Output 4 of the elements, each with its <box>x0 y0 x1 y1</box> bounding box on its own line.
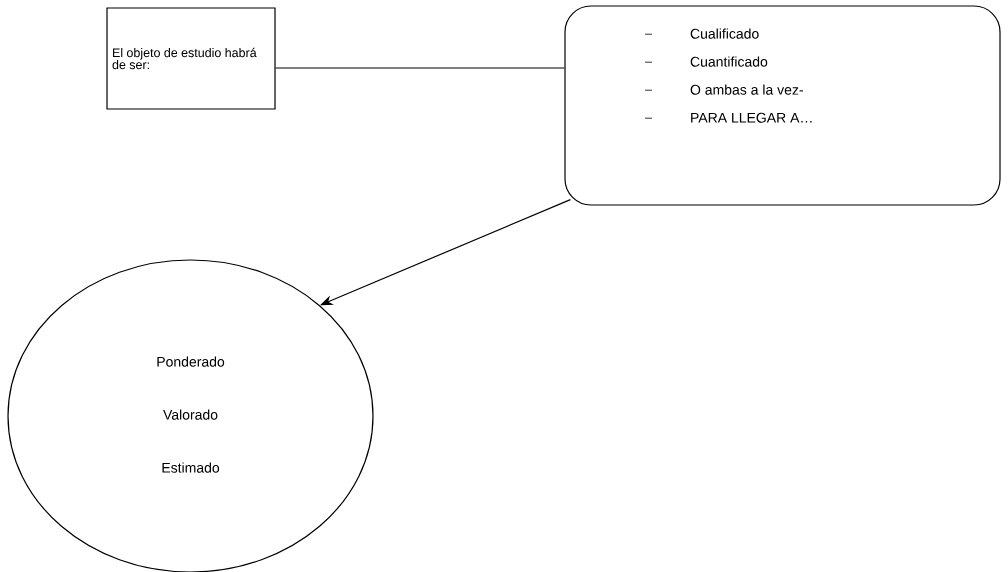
rounded-box: Cualificado Cuantificado O ambas a la vez- PARA LLEGAR A… <box>564 5 1001 206</box>
text-box: El objeto de estudio habrá de ser: <box>106 7 276 110</box>
arrow <box>320 199 571 306</box>
connector-line <box>275 67 565 69</box>
